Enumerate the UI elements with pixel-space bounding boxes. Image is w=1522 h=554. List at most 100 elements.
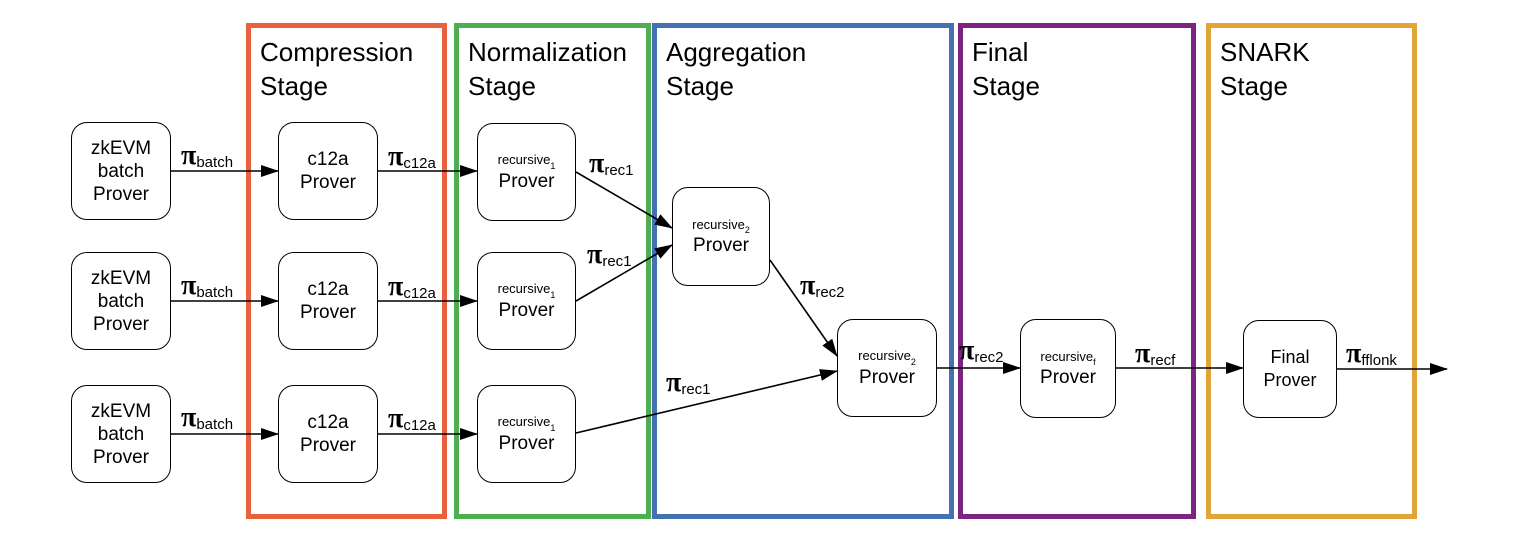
stage-title: Normalization Stage xyxy=(459,28,646,103)
node-label-subscript: 2 xyxy=(910,356,916,367)
pi-subscript: c12a xyxy=(403,417,436,434)
node-zkevm-batch-prover-3: zkEVM batch Prover xyxy=(71,385,171,483)
stage-title-line: Normalization xyxy=(468,37,627,67)
stage-snark: SNARK Stage xyxy=(1206,23,1417,519)
label-pi-rec1-3: πrec1 xyxy=(666,369,711,399)
stage-title: Aggregation Stage xyxy=(657,28,949,103)
node-label-line: zkEVM xyxy=(90,400,152,422)
pi-subscript: rec1 xyxy=(602,253,632,270)
stage-title-line: Stage xyxy=(1220,71,1288,101)
node-recursive1-prover-3: recursive1 Prover xyxy=(477,385,576,483)
label-pi-c12a-1: πc12a xyxy=(388,141,436,173)
node-zkevm-batch-prover-2: zkEVM batch Prover xyxy=(71,252,171,350)
node-label-line: Final xyxy=(1270,347,1310,367)
node-final-prover: Final Prover xyxy=(1243,320,1337,418)
label-pi-c12a-3: πc12a xyxy=(388,403,436,435)
pi-symbol: π xyxy=(1346,338,1362,369)
pi-symbol: π xyxy=(181,270,197,301)
node-label-line: batch xyxy=(97,423,145,445)
label-pi-batch-3: πbatch xyxy=(181,402,234,434)
pi-symbol: π xyxy=(589,148,605,179)
node-label-line: c12a xyxy=(307,279,349,300)
stage-title: Final Stage xyxy=(963,28,1191,103)
arrow-recursive1-2-to-recursive2-upper xyxy=(575,244,673,302)
stage-title-line: Stage xyxy=(666,71,734,101)
node-label-base: recursive xyxy=(497,152,551,168)
node-zkevm-batch-prover-1: zkEVM batch Prover xyxy=(71,122,171,220)
pi-symbol: π xyxy=(181,140,197,171)
node-recursive1-prover-1: recursive1 Prover xyxy=(477,123,576,221)
pi-subscript: batch xyxy=(196,284,234,301)
label-pi-recf: πrecf xyxy=(1135,340,1176,370)
node-label-line: batch xyxy=(97,290,145,312)
stage-normalization: Normalization Stage xyxy=(454,23,651,519)
stage-title-line: SNARK xyxy=(1220,37,1310,67)
node-label-line: Prover xyxy=(1263,370,1317,390)
label-pi-rec1-2: πrec1 xyxy=(587,239,632,271)
node-recursive1-prover-2: recursive1 Prover xyxy=(477,252,576,350)
stage-title-line: Aggregation xyxy=(666,37,807,67)
pi-symbol: π xyxy=(388,271,404,302)
node-label-line: zkEVM xyxy=(90,267,152,289)
pi-symbol: π xyxy=(587,239,603,270)
node-label-line: recursive2 xyxy=(858,347,916,366)
pi-symbol: π xyxy=(181,402,197,433)
pi-symbol: π xyxy=(388,403,404,434)
stage-title-line: Stage xyxy=(260,71,328,101)
pi-symbol: π xyxy=(388,141,404,172)
node-label-line: recursive1 xyxy=(498,413,556,432)
stage-aggregation: Aggregation Stage xyxy=(652,23,954,519)
node-label-line: Prover xyxy=(93,183,149,205)
pi-subscript: recf xyxy=(1150,352,1176,369)
pi-subscript: rec1 xyxy=(681,381,711,398)
node-label-base: recursive xyxy=(497,281,551,297)
pi-subscript: batch xyxy=(196,416,234,433)
node-label-base: recursive xyxy=(497,414,551,430)
node-label-subscript: 2 xyxy=(744,225,750,236)
pi-subscript: rec1 xyxy=(604,162,634,179)
pi-subscript: c12a xyxy=(403,155,436,172)
node-label-subscript: 1 xyxy=(550,160,556,171)
pi-subscript: fflonk xyxy=(1361,352,1397,369)
node-label-base: recursive xyxy=(692,216,745,232)
pi-symbol: π xyxy=(800,270,816,301)
node-c12a-prover-3: c12a Prover xyxy=(278,385,378,483)
label-pi-rec2-diagonal: πrec2 xyxy=(800,270,845,302)
node-label-line: Prover xyxy=(1040,367,1096,389)
arrow-recursive1-3-to-recursive2-lower xyxy=(575,369,838,434)
pi-subscript: rec2 xyxy=(815,284,845,301)
node-recursivef-prover: recursivef Prover xyxy=(1020,319,1116,418)
node-label-line: Prover xyxy=(693,235,749,257)
label-pi-batch-2: πbatch xyxy=(181,270,234,302)
stage-compression: Compression Stage xyxy=(246,23,447,519)
node-label-line: recursivef xyxy=(1040,348,1095,367)
node-label-subscript: 1 xyxy=(550,289,556,300)
node-label-line: recursive2 xyxy=(692,216,750,235)
label-pi-c12a-2: πc12a xyxy=(388,271,436,303)
arrow-recursive1-1-to-recursive2-upper xyxy=(575,171,673,229)
node-label-line: batch xyxy=(97,160,145,182)
node-label-line: Prover xyxy=(859,366,915,388)
node-label-line: zkEVM xyxy=(90,137,152,159)
node-label-line: Prover xyxy=(498,432,555,454)
stage-title-line: Compression xyxy=(260,37,414,67)
stage-title-line: Final xyxy=(972,37,1029,67)
stage-title: Compression Stage xyxy=(251,28,442,103)
pi-symbol: π xyxy=(959,335,975,366)
node-label-line: Prover xyxy=(300,435,356,456)
node-label-line: Prover xyxy=(93,446,149,468)
label-pi-rec2-horizontal: πrec2 xyxy=(959,335,1004,367)
node-c12a-prover-2: c12a Prover xyxy=(278,252,378,350)
node-label-line: Prover xyxy=(93,313,149,335)
node-recursive2-prover-upper: recursive2 Prover xyxy=(672,187,770,286)
stage-title-line: Stage xyxy=(972,71,1040,101)
node-label-line: c12a xyxy=(307,149,349,170)
node-label-line: Prover xyxy=(498,299,555,321)
node-label-line: Prover xyxy=(300,302,356,323)
node-label-subscript: 1 xyxy=(550,422,556,433)
node-label-base: recursive xyxy=(858,348,911,364)
node-label-subscript: f xyxy=(1093,357,1096,368)
node-label-line: recursive1 xyxy=(498,280,556,299)
